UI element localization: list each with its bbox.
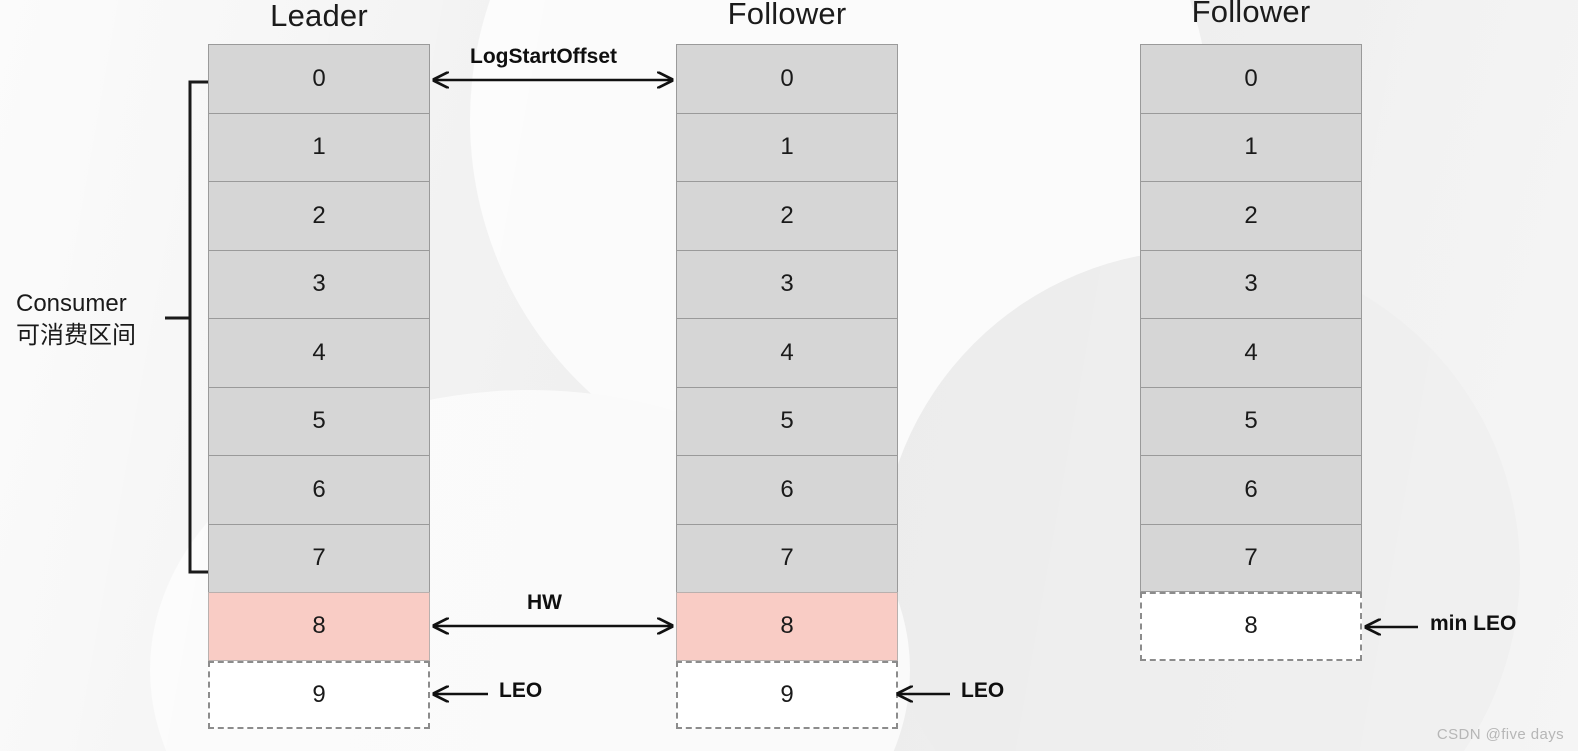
log-cell: 9 (208, 660, 430, 729)
column-title-follower-2: Follower (1191, 0, 1311, 29)
log-cell: 5 (208, 386, 430, 455)
consumer-range-label: Consumer 可消费区间 (16, 290, 136, 349)
leo-follower-label: LEO (961, 679, 1005, 702)
log-cell: 0 (1140, 44, 1362, 113)
min-leo-label: min LEO (1430, 612, 1517, 635)
log-cell: 8 (1140, 592, 1362, 661)
log-cell: 1 (208, 112, 430, 181)
log-cell: 3 (208, 249, 430, 318)
high-watermark-label: HW (527, 591, 562, 614)
log-cell: 4 (208, 318, 430, 387)
log-cell: 4 (676, 318, 898, 387)
log-cell: 9 (676, 660, 898, 729)
log-cell: 6 (208, 455, 430, 524)
log-cell: 2 (208, 181, 430, 250)
log-cell: 0 (676, 44, 898, 113)
log-cell: 8 (676, 592, 898, 661)
leo-leader-label: LEO (499, 679, 543, 702)
log-cell: 2 (1140, 181, 1362, 250)
log-cell: 3 (1140, 249, 1362, 318)
log-cell: 2 (676, 181, 898, 250)
log-cell: 0 (208, 44, 430, 113)
log-start-offset-label: LogStartOffset (470, 45, 617, 68)
log-cell: 4 (1140, 318, 1362, 387)
log-cell: 1 (676, 112, 898, 181)
column-title-leader: Leader (270, 0, 368, 33)
log-cell: 5 (1140, 386, 1362, 455)
log-cell: 6 (676, 455, 898, 524)
log-cell: 7 (1140, 523, 1362, 592)
log-cell: 7 (208, 523, 430, 592)
watermark-text: CSDN @five days (1436, 726, 1564, 743)
column-title-follower-1: Follower (727, 0, 847, 31)
log-cell: 7 (676, 523, 898, 592)
log-cell: 3 (676, 249, 898, 318)
log-cell: 6 (1140, 455, 1362, 524)
log-cell: 1 (1140, 112, 1362, 181)
log-cell: 8 (208, 592, 430, 661)
log-cell: 5 (676, 386, 898, 455)
